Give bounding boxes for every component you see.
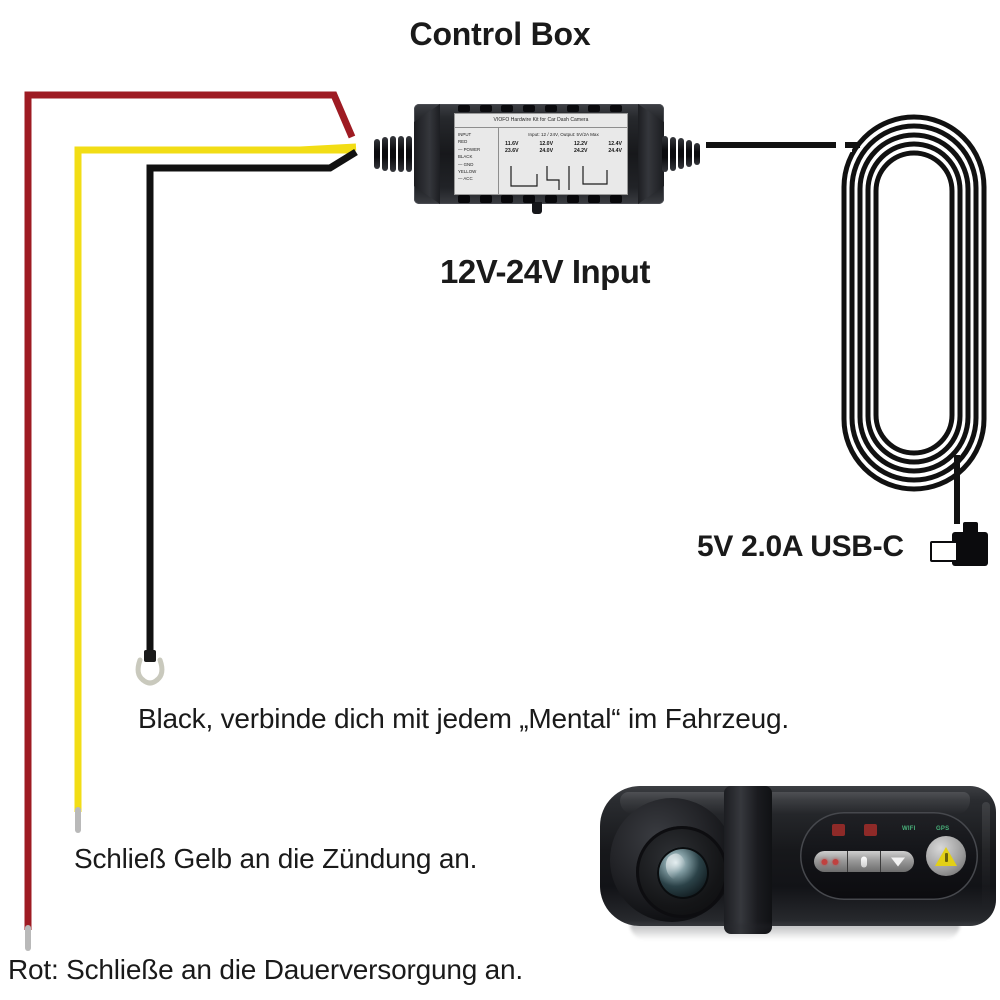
dashcam-control-panel: WIFI GPS <box>800 812 978 900</box>
control-box-top-vents <box>458 105 622 113</box>
gps-led-label: GPS <box>936 826 950 832</box>
rec-led-icon <box>864 824 877 836</box>
cutoff-voltage-column: 11.6V 23.6V <box>505 141 519 154</box>
control-box-title: Control Box <box>409 16 591 52</box>
legend-line: — POWER <box>458 146 481 152</box>
cutoff-12v: 12.0V <box>539 141 554 147</box>
fork-terminal-icon <box>135 650 165 686</box>
cutoff-12v: 11.6V <box>505 141 519 147</box>
emergency-lock-button[interactable] <box>926 836 966 876</box>
cutoff-voltage-column: 12.0V 24.0V <box>539 141 553 154</box>
cutoff-24v: 24.0V <box>539 147 554 154</box>
control-box: VIOFO Hardwire Kit for Car Dash Camera I… <box>374 104 700 214</box>
legend-line: INPUT <box>458 132 472 137</box>
dashcam-button-row <box>814 851 914 872</box>
control-box-spec-line: Input: 12 / 24V, Output: 5V/2A Max <box>528 132 599 137</box>
chevron-down-icon <box>890 857 905 866</box>
cutoff-voltage-row: 11.6V 23.6V 12.0V 24.0V 12.2V 24.2V 12 <box>503 141 624 154</box>
warning-triangle-icon <box>935 846 957 866</box>
input-strain-relief <box>374 136 416 172</box>
note-black-wire: Black, verbinde dich mit jedem „Mental“ … <box>138 703 789 734</box>
dashcam-mount-strap <box>724 786 772 934</box>
output-strain-relief <box>662 136 704 172</box>
cutoff-12v: 12.2V <box>573 141 588 147</box>
dashcam-side-ridge <box>982 802 990 910</box>
control-box-spec-area: Input: 12 / 24V, Output: 5V/2A Max 11.6V… <box>499 128 627 194</box>
control-box-bottom-vents <box>458 195 622 203</box>
mic-button[interactable] <box>848 851 882 872</box>
legend-line: — GND <box>458 161 474 167</box>
control-box-label: VIOFO Hardwire Kit for Car Dash Camera I… <box>454 113 628 195</box>
wifi-led-label: WIFI <box>902 826 916 832</box>
jumper-diagram <box>503 164 623 192</box>
usb-c-tip-icon <box>930 541 958 562</box>
control-box-wire-legend: INPUT RED — POWER BLACK — GND YELLOW — A… <box>455 128 499 194</box>
cutoff-24v: 23.6V <box>505 147 519 154</box>
dashcam-shell: WIFI GPS <box>600 786 996 934</box>
dashcam-lens-housing <box>610 798 734 922</box>
note-red-wire: Rot: Schließe an die Dauerversorgung an. <box>8 954 523 985</box>
coiled-cable <box>841 114 987 492</box>
legend-line: BLACK <box>458 154 473 160</box>
cutoff-voltage-column: 12.2V 24.2V <box>574 141 588 154</box>
usb-c-connector <box>930 522 988 568</box>
legend-line: RED <box>458 139 468 145</box>
dashcam-device: WIFI GPS <box>600 782 996 940</box>
menu-down-button[interactable] <box>881 851 914 872</box>
dashcam-led-group: WIFI GPS <box>816 824 966 840</box>
note-yellow-wire: Schließ Gelb an die Zündung an. <box>74 843 478 874</box>
power-led-icon <box>832 824 845 836</box>
control-box-label-title: VIOFO Hardwire Kit for Car Dash Camera <box>455 114 627 128</box>
microphone-icon <box>861 856 867 867</box>
cutoff-24v: 24.4V <box>608 147 622 154</box>
red-wire-path <box>24 91 356 930</box>
black-wire-path <box>146 149 358 650</box>
coil-entry-mask <box>836 138 852 152</box>
cutoff-voltage-column: 12.4V 24.4V <box>608 141 622 154</box>
cutoff-24v: 24.2V <box>573 147 588 154</box>
yellow-wire-bend <box>299 143 357 154</box>
legend-line: YELLOW <box>458 169 477 175</box>
cutoff-12v: 12.4V <box>608 141 622 147</box>
usb-c-body <box>952 532 988 566</box>
control-box-nub <box>532 202 542 214</box>
record-dots-icon <box>821 858 839 865</box>
usb-output-label: 5V 2.0A USB-C <box>697 530 904 563</box>
record-button[interactable] <box>814 851 848 872</box>
legend-line: — ACC <box>458 176 473 182</box>
dashcam-reflection <box>630 924 960 940</box>
input-voltage-label: 12V-24V Input <box>440 253 650 290</box>
